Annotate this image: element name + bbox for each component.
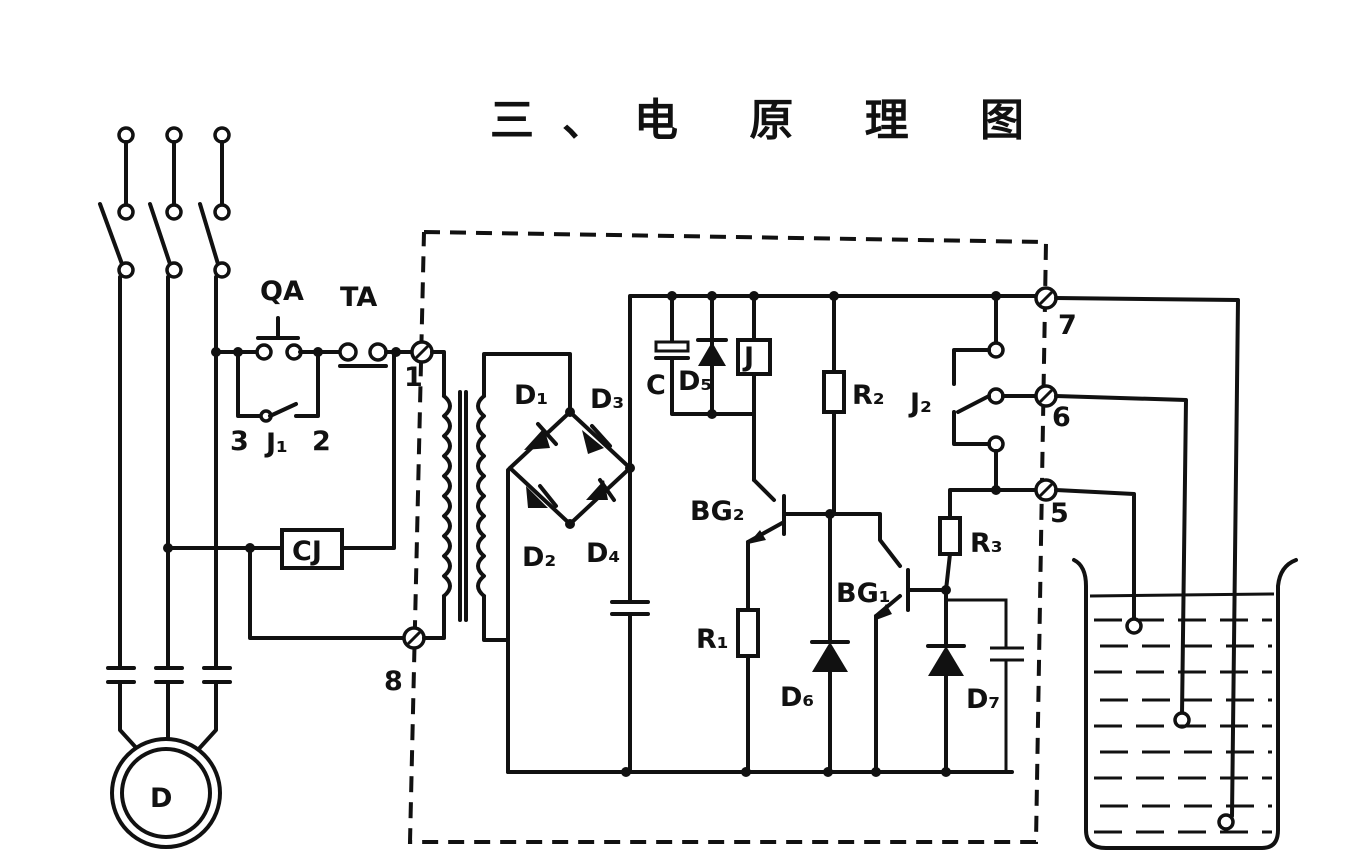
- controller-enclosure: [407, 230, 1049, 844]
- terminal-6-label: 6: [1052, 402, 1071, 433]
- terminal-1-label: 1: [404, 362, 423, 393]
- terminal-7: [1034, 286, 1058, 310]
- d2-label: D₂: [522, 542, 556, 573]
- r3-label: R₃: [970, 528, 1003, 559]
- motor-feed-lines: [118, 275, 218, 670]
- j1-num3-label: 3: [230, 426, 249, 457]
- zener-d7: [926, 588, 1024, 774]
- terminal-8-label: 8: [384, 666, 403, 697]
- qa-label: QA: [260, 276, 304, 307]
- d1-label: D₁: [514, 380, 548, 411]
- d7-label: D₇: [966, 684, 1000, 715]
- d3-label: D₃: [590, 384, 624, 415]
- transformer: [422, 350, 572, 642]
- bg2-label: BG₂: [690, 496, 745, 527]
- r2-label: R₂: [852, 380, 885, 411]
- ta-label: TA: [340, 282, 377, 313]
- motor-label: D: [150, 783, 172, 814]
- terminal-7-label: 7: [1058, 310, 1077, 341]
- resistor-r3: [938, 485, 1042, 592]
- water-tank: [1072, 558, 1298, 850]
- r1-label: R₁: [696, 624, 729, 655]
- control-line: [211, 342, 416, 362]
- j1-holding-contact: [236, 350, 320, 423]
- terminal-5: [1034, 478, 1058, 502]
- d5-label: D₅: [678, 366, 712, 397]
- c-label: C: [646, 370, 666, 401]
- zener-d6: [810, 512, 850, 774]
- knife-switch: [98, 202, 231, 279]
- cj-label: CJ: [292, 536, 322, 567]
- transistor-bg2: [746, 494, 836, 612]
- terminal-1: [410, 340, 434, 364]
- three-phase-supply: [117, 126, 231, 221]
- j2-label: J₂: [908, 388, 932, 419]
- d4-label: D₄: [586, 538, 620, 569]
- j-label: J: [742, 342, 754, 373]
- terminal-5-label: 5: [1050, 498, 1069, 529]
- relay-contacts-j2: [952, 294, 1040, 492]
- transistor-bg1: [832, 512, 951, 774]
- motor: [110, 737, 222, 849]
- bridge-rectifier: [506, 407, 635, 774]
- j1-num2-label: 2: [312, 426, 331, 457]
- resistor-r2: [822, 294, 846, 516]
- contactor-coil-cj: [163, 350, 416, 640]
- resistor-r1: [736, 608, 760, 774]
- relay-j-with-c-d5: [654, 294, 776, 502]
- d6-label: D₆: [780, 682, 814, 713]
- terminal-8: [402, 626, 426, 650]
- start-button-qa: [256, 316, 300, 340]
- j1-label: J₁: [264, 428, 288, 459]
- probe-wires: [1054, 296, 1240, 831]
- bg1-label: BG₁: [836, 578, 891, 609]
- supply-rails: [506, 291, 1042, 777]
